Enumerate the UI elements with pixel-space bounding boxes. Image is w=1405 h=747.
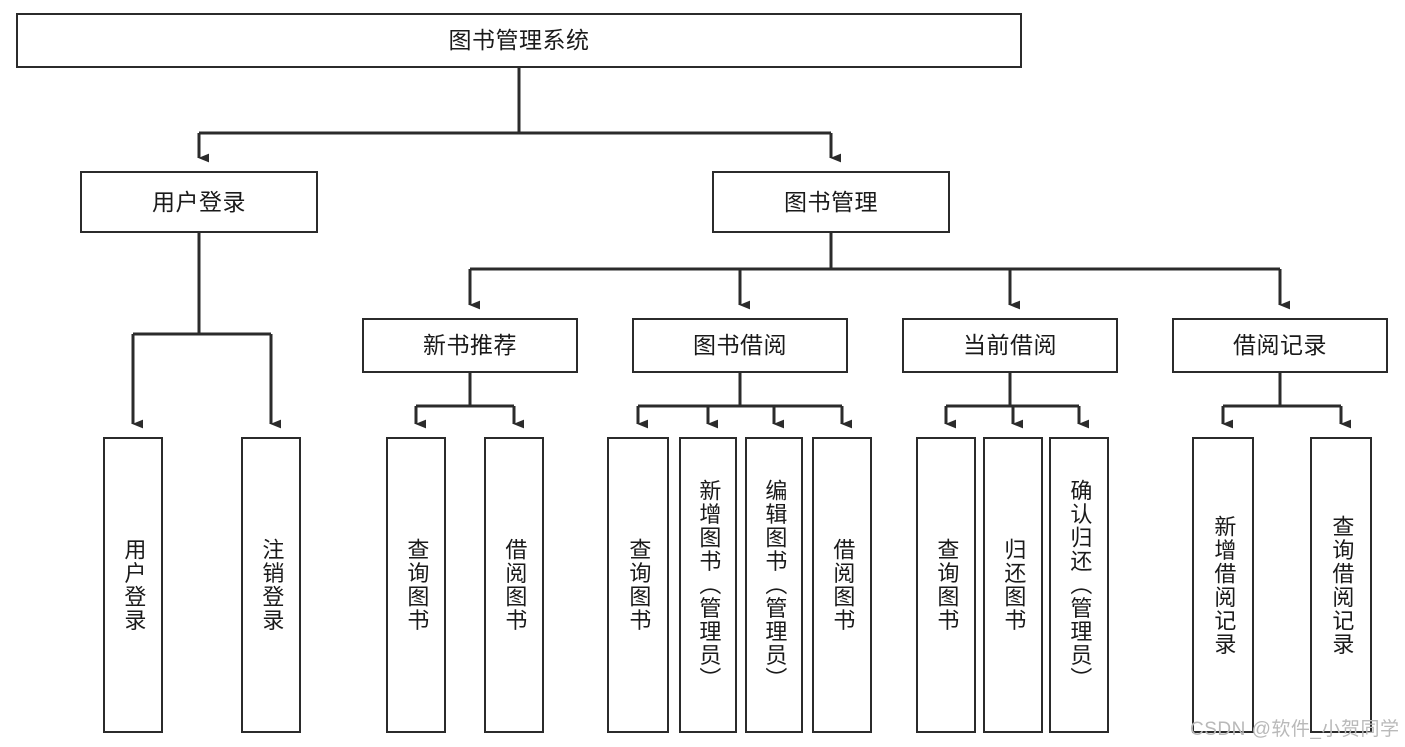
node-user-login-do[interactable]: 用户登录 — [103, 437, 163, 733]
node-return-books-label: 归还图书 — [1001, 538, 1027, 632]
node-edit-book-admin[interactable]: 编辑图书（管理员） — [745, 437, 803, 733]
node-add-borrow-record[interactable]: 新增借阅记录 — [1192, 437, 1254, 733]
node-new-book-recommend-label: 新书推荐 — [423, 332, 517, 359]
node-user-logout-label: 注销登录 — [259, 538, 285, 632]
node-borrow-books-1[interactable]: 借阅图书 — [484, 437, 544, 733]
node-query-borrow-record[interactable]: 查询借阅记录 — [1310, 437, 1372, 733]
node-borrow-records-label: 借阅记录 — [1233, 332, 1327, 359]
node-user-logout[interactable]: 注销登录 — [241, 437, 301, 733]
node-user-login-label: 用户登录 — [152, 188, 246, 215]
node-new-book-recommend[interactable]: 新书推荐 — [362, 318, 578, 373]
node-confirm-return-admin[interactable]: 确认归还（管理员） — [1049, 437, 1109, 733]
node-return-books[interactable]: 归还图书 — [983, 437, 1043, 733]
node-user-login[interactable]: 用户登录 — [80, 171, 318, 233]
node-borrow-books-2-label: 借阅图书 — [830, 538, 856, 632]
node-add-book-admin[interactable]: 新增图书（管理员） — [679, 437, 737, 733]
node-query-books-2-label: 查询图书 — [626, 538, 652, 632]
node-root[interactable]: 图书管理系统 — [16, 13, 1022, 68]
node-book-borrow-label: 图书借阅 — [693, 332, 787, 359]
node-add-book-admin-label: 新增图书（管理员） — [696, 479, 722, 691]
node-user-login-do-label: 用户登录 — [121, 538, 147, 632]
node-borrow-records[interactable]: 借阅记录 — [1172, 318, 1388, 373]
node-query-books-3[interactable]: 查询图书 — [916, 437, 976, 733]
node-root-label: 图书管理系统 — [448, 27, 590, 54]
node-add-borrow-record-label: 新增借阅记录 — [1211, 514, 1237, 656]
node-query-books-1-label: 查询图书 — [404, 538, 430, 632]
node-borrow-books-2[interactable]: 借阅图书 — [812, 437, 872, 733]
node-query-books-3-label: 查询图书 — [934, 538, 960, 632]
node-current-borrow[interactable]: 当前借阅 — [902, 318, 1118, 373]
node-query-books-2[interactable]: 查询图书 — [607, 437, 669, 733]
node-book-management-label: 图书管理 — [784, 188, 878, 215]
node-book-borrow[interactable]: 图书借阅 — [632, 318, 848, 373]
node-query-books-1[interactable]: 查询图书 — [386, 437, 446, 733]
node-edit-book-admin-label: 编辑图书（管理员） — [762, 479, 788, 691]
node-current-borrow-label: 当前借阅 — [963, 332, 1057, 359]
node-query-borrow-record-label: 查询借阅记录 — [1329, 514, 1355, 656]
node-confirm-return-admin-label: 确认归还（管理员） — [1067, 479, 1093, 691]
node-borrow-books-1-label: 借阅图书 — [502, 538, 528, 632]
node-book-management[interactable]: 图书管理 — [712, 171, 950, 233]
